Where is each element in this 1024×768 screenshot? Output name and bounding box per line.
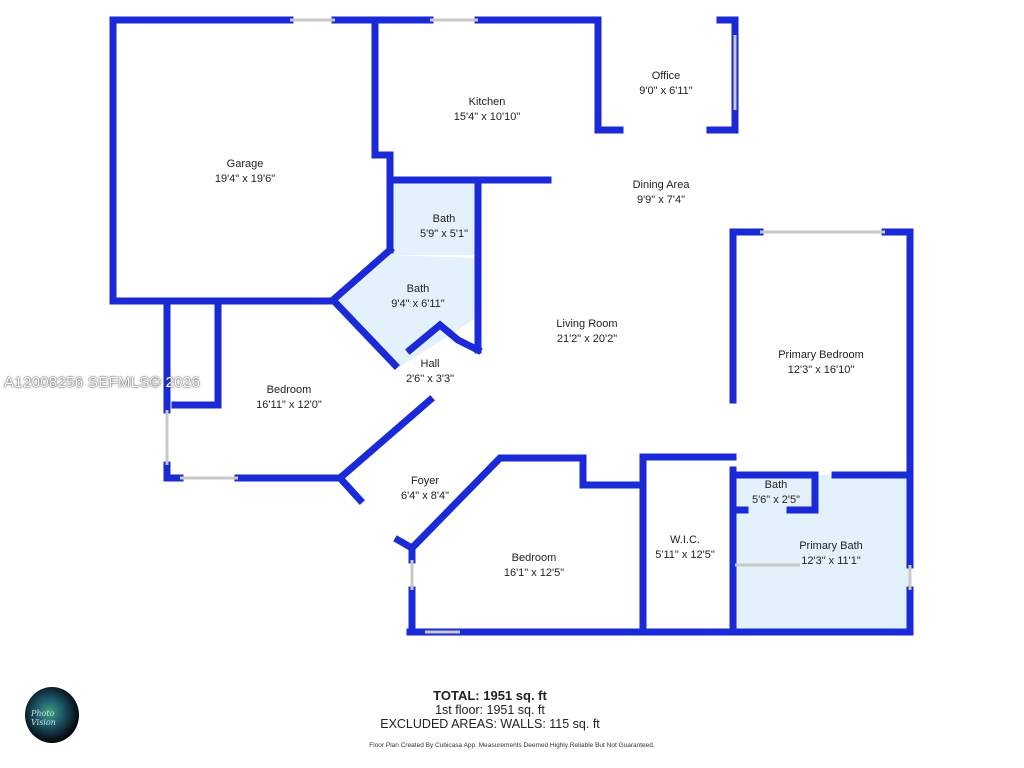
room-size: 9'4" x 6'11" bbox=[391, 298, 445, 310]
floor-area: 1st floor: 1951 sq. ft bbox=[435, 703, 545, 717]
walls bbox=[109, 16, 914, 636]
room-hall: Hall 2'6" x 3'3" bbox=[406, 357, 454, 387]
room-size: 21'2" x 20'2" bbox=[556, 333, 618, 345]
wet-areas bbox=[335, 183, 910, 632]
bath-2-fill bbox=[335, 255, 476, 368]
room-name: Garage bbox=[226, 158, 264, 170]
area-totals: TOTAL: 1951 sq. ft 1st floor: 1951 sq. f… bbox=[380, 688, 600, 732]
room-name: Primary Bedroom bbox=[778, 349, 864, 361]
room-size: 12'3" x 11'1" bbox=[801, 555, 861, 567]
disclaimer: Floor Plan Created By Cubicasa App. Meas… bbox=[369, 742, 655, 749]
room-size: 16'11" x 12'0" bbox=[256, 399, 322, 411]
room-size: 5'9" x 5'1" bbox=[419, 228, 469, 240]
room-name: W.I.C. bbox=[670, 534, 700, 546]
room-dining-area: Dining Area 9'9" x 7'4" bbox=[633, 178, 690, 208]
room-size: 16'1" x 12'5" bbox=[503, 567, 565, 579]
mls-watermark: A12008256 SEFMLS© 2026 bbox=[4, 374, 201, 391]
room-size: 6'4" x 8'4" bbox=[400, 490, 450, 502]
room-foyer: Foyer 6'4" x 8'4" bbox=[401, 474, 449, 504]
room-name: Bedroom bbox=[266, 384, 312, 396]
room-name: Primary Bath bbox=[799, 540, 863, 552]
room-size: 12'3" x 16'10" bbox=[787, 364, 855, 376]
room-bedroom-1: Bedroom 16'11" x 12'0" bbox=[256, 383, 322, 413]
photographer-logo: Photo Vision bbox=[25, 687, 79, 743]
room-size: 9'9" x 7'4" bbox=[636, 194, 686, 206]
room-size: 5'11" x 12'5" bbox=[655, 549, 715, 561]
total-area: TOTAL: 1951 sq. ft bbox=[433, 688, 547, 703]
room-kitchen: Kitchen 15'4" x 10'10" bbox=[454, 95, 520, 125]
room-size: 9'0" x 6'11" bbox=[639, 85, 693, 97]
room-bath-2: Bath 9'4" x 6'11" bbox=[391, 282, 444, 312]
room-name: Bedroom bbox=[511, 552, 557, 564]
primary-bath-fill bbox=[733, 475, 910, 632]
room-name: Living Room bbox=[556, 318, 618, 330]
room-name: Bath bbox=[406, 283, 430, 295]
room-size: 19'4" x 19'6" bbox=[214, 173, 276, 185]
room-size: 15'4" x 10'10" bbox=[453, 111, 521, 123]
room-primary-bedroom: Primary Bedroom 12'3" x 16'10" bbox=[778, 348, 864, 378]
room-primary-bath: Primary Bath 12'3" x 11'1" bbox=[799, 539, 863, 569]
room-living-room: Living Room 21'2" x 20'2" bbox=[556, 317, 617, 347]
windows bbox=[165, 18, 912, 634]
room-name: Bath bbox=[764, 479, 788, 491]
room-name: Foyer bbox=[410, 475, 440, 487]
room-name: Hall bbox=[420, 358, 440, 370]
bath-1-fill bbox=[393, 183, 478, 255]
room-name: Office bbox=[651, 70, 681, 82]
room-office: Office 9'0" x 6'11" bbox=[639, 69, 692, 99]
room-name: Bath bbox=[432, 213, 456, 225]
room-bath-1: Bath 5'9" x 5'1" bbox=[420, 212, 468, 242]
room-size: 2'6" x 3'3" bbox=[405, 373, 455, 385]
room-bath-3: Bath 5'6" x 2'5" bbox=[752, 478, 800, 508]
room-bedroom-2: Bedroom 16'1" x 12'5" bbox=[504, 551, 564, 581]
room-name: Kitchen bbox=[468, 96, 506, 108]
room-wic: W.I.C. 5'11" x 12'5" bbox=[655, 533, 715, 563]
logo-text: Photo Vision bbox=[31, 709, 56, 727]
room-garage: Garage 19'4" x 19'6" bbox=[215, 157, 275, 187]
excluded-area: EXCLUDED AREAS: WALLS: 115 sq. ft bbox=[380, 717, 600, 731]
room-name: Dining Area bbox=[632, 179, 690, 191]
room-size: 5'6" x 2'5" bbox=[751, 494, 801, 506]
